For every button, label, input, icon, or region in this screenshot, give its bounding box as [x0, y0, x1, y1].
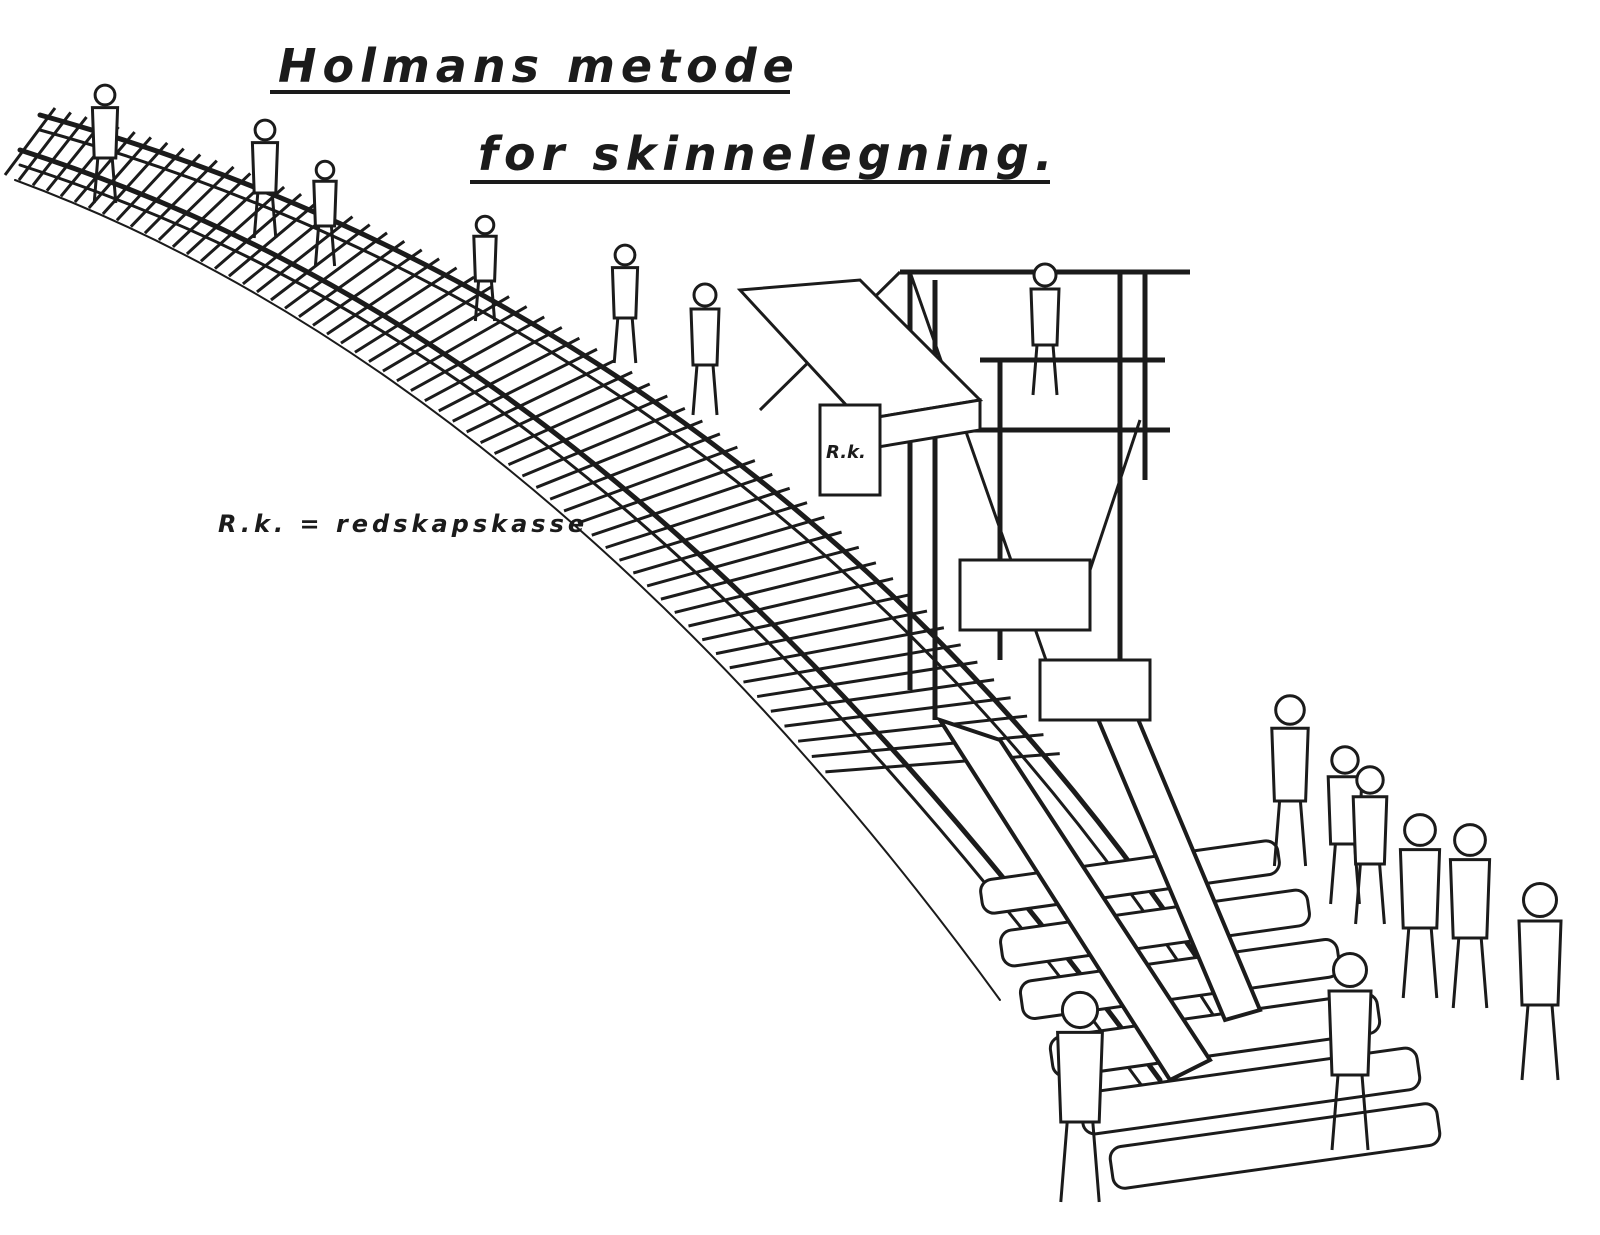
sleeper	[493, 382, 651, 455]
worker-figure	[472, 214, 498, 322]
sleeper	[382, 295, 510, 373]
worker-figure	[1270, 694, 1310, 867]
sleeper	[715, 609, 928, 656]
sleeper	[312, 248, 423, 327]
sleeper	[507, 394, 668, 467]
sleeper	[256, 215, 354, 294]
sleeper	[811, 733, 1044, 758]
sleeper	[129, 153, 202, 228]
worker-figure	[1448, 823, 1492, 1009]
sleeper	[213, 192, 303, 270]
sleeper	[101, 141, 169, 216]
sleeper	[298, 240, 406, 318]
sleeper	[3, 107, 57, 176]
sleeper	[674, 561, 877, 614]
sleeper	[73, 131, 136, 204]
worker-figure	[610, 243, 640, 364]
sleeper	[825, 752, 1060, 774]
worker-figure	[1351, 765, 1389, 925]
worker-figure	[250, 118, 280, 239]
sleeper	[770, 678, 995, 713]
sleeper	[340, 266, 458, 345]
sleeper	[31, 116, 88, 187]
tool-box-label: R.k.	[826, 442, 866, 463]
sleeper	[284, 231, 388, 310]
sleeper	[396, 305, 528, 383]
sleeper	[619, 501, 808, 562]
sleeper	[632, 515, 825, 575]
sleeper	[143, 159, 218, 235]
sleeper	[591, 472, 773, 537]
sleeper	[368, 285, 493, 363]
sleeper	[115, 147, 185, 222]
workers	[90, 83, 1563, 1203]
sleeper	[605, 486, 791, 550]
sleeper	[87, 136, 152, 209]
sleeper	[171, 172, 252, 248]
sleeper	[270, 223, 371, 302]
worker-figure	[1398, 813, 1442, 999]
sleeper	[199, 185, 286, 263]
sleeper	[466, 359, 616, 434]
railway-track	[14, 112, 1253, 1092]
rail-wagon	[736, 278, 1152, 722]
title-line-1: Holmans metode	[278, 39, 800, 93]
worker-figure	[1029, 262, 1061, 396]
sleeper	[784, 696, 1011, 728]
tool-box: R.k.	[818, 403, 882, 497]
sleeper	[227, 200, 320, 278]
worker-figure	[689, 282, 721, 416]
sleeper	[521, 407, 686, 478]
sleeper	[157, 165, 235, 242]
worker-figure	[1517, 882, 1563, 1081]
worker-figure	[90, 83, 120, 204]
sleeper	[756, 660, 978, 699]
sleeper	[660, 545, 860, 601]
worker-figure	[1327, 952, 1373, 1151]
worker-figure	[1056, 990, 1104, 1203]
sleeper	[563, 445, 738, 513]
sleeper	[410, 315, 545, 392]
sleeper	[452, 347, 598, 423]
sleeper	[326, 257, 440, 336]
sleeper	[438, 336, 581, 413]
sleeper	[701, 593, 911, 642]
sleeper	[424, 326, 563, 402]
sleeper	[646, 530, 842, 588]
legend-note: R.k. = redskapskasse	[218, 510, 588, 538]
sleeper	[354, 275, 475, 354]
sleeper	[479, 370, 633, 444]
worker-figure	[312, 159, 338, 267]
title-line-2: for skinnelegning.	[478, 127, 1058, 181]
sleeper	[743, 643, 961, 684]
sleeper	[17, 111, 72, 181]
sleeper	[549, 432, 721, 501]
sleeper	[535, 419, 703, 489]
sleeper	[688, 577, 894, 628]
sleeper	[577, 459, 756, 525]
sleepers	[3, 107, 1060, 774]
sleeper	[797, 714, 1028, 743]
